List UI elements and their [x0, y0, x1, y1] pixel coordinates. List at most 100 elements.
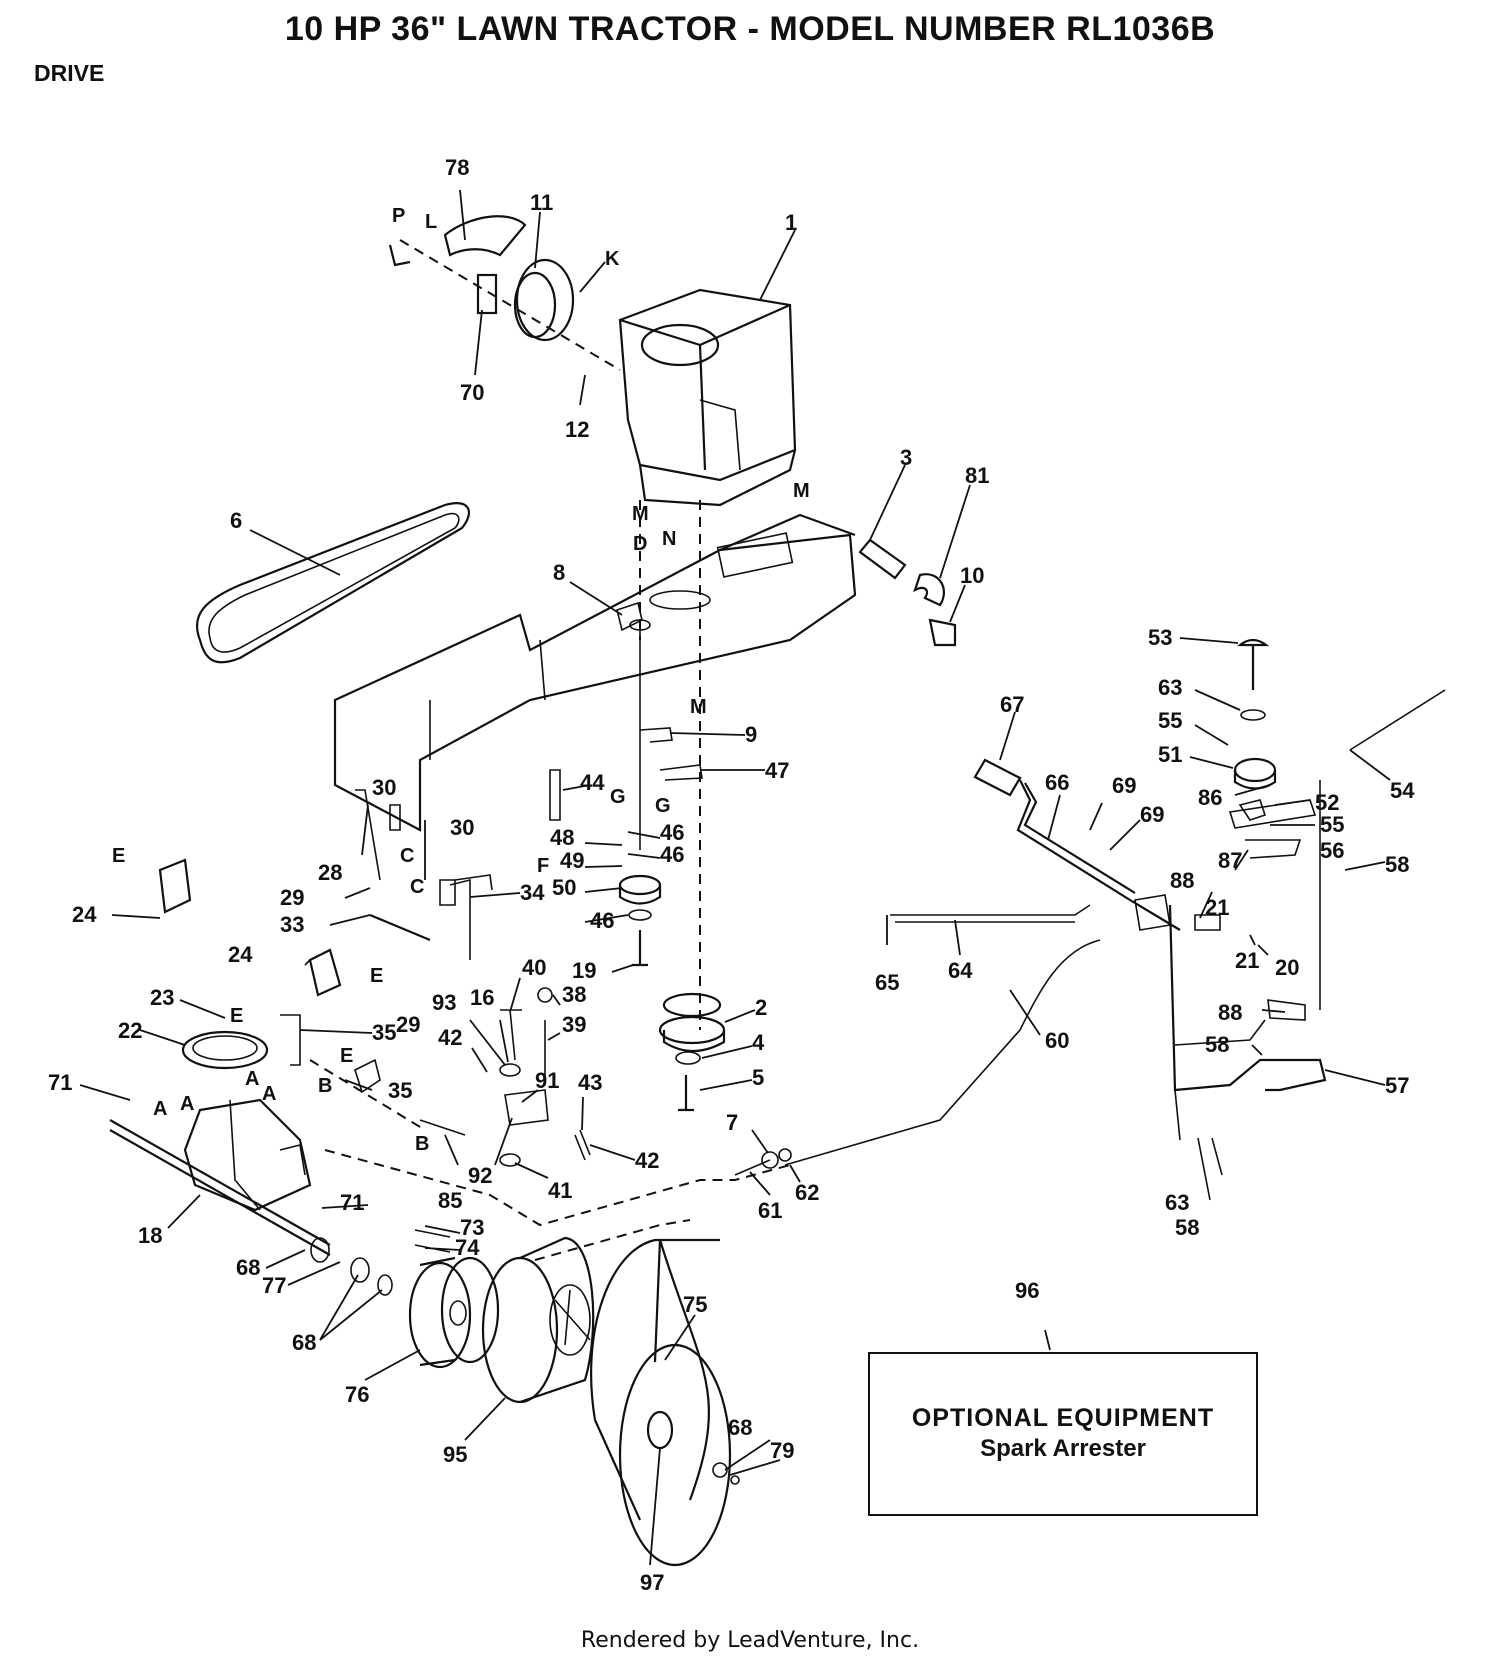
- page-title: 10 HP 36" LAWN TRACTOR - MODEL NUMBER RL…: [284, 10, 1216, 48]
- callout-76: 76: [345, 1382, 369, 1407]
- callout-42-2: 42: [635, 1148, 659, 1173]
- callout-63-2: 63: [1165, 1190, 1189, 1215]
- callout-47: 47: [765, 758, 789, 783]
- callout-95: 95: [443, 1442, 467, 1467]
- callout-38: 38: [562, 982, 586, 1007]
- callout-88-2: 88: [1218, 1000, 1242, 1025]
- callout-7: 7: [726, 1110, 738, 1135]
- callout-30-1: 30: [372, 775, 396, 800]
- callout-57: 57: [1385, 1073, 1409, 1098]
- optional-equipment-item: Spark Arrester: [980, 1435, 1146, 1462]
- callout-70: 70: [460, 380, 484, 405]
- callout-46-2: 46: [660, 842, 684, 867]
- callout-43: 43: [578, 1070, 602, 1095]
- drive-belt-part[interactable]: [195, 502, 471, 664]
- callout-56: 56: [1320, 838, 1344, 863]
- callout-21-1: 21: [1205, 895, 1229, 920]
- callout-34: 34: [520, 880, 545, 905]
- callout-11: 11: [530, 190, 553, 215]
- callout-39: 39: [562, 1012, 586, 1037]
- callout-28: 28: [318, 860, 342, 885]
- callout-P: P: [392, 205, 405, 227]
- callout-81: 81: [965, 463, 989, 488]
- pto-pulley-part[interactable]: [388, 215, 621, 371]
- section-label: DRIVE: [34, 60, 105, 86]
- callout-F: F: [537, 855, 549, 877]
- callout-2: 2: [755, 995, 767, 1020]
- callout-19: 19: [572, 958, 596, 983]
- callout-A-1: A: [153, 1098, 167, 1120]
- optional-equipment-heading: OPTIONAL EQUIPMENT: [911, 1404, 1215, 1432]
- callout-M-2: M: [793, 480, 810, 502]
- callout-55-2: 55: [1320, 812, 1344, 837]
- callout-71-1: 71: [48, 1070, 72, 1095]
- callout-G-2: G: [655, 795, 671, 817]
- callout-69-2: 69: [1140, 802, 1164, 827]
- callout-E-1: E: [112, 845, 125, 867]
- callout-4: 4: [752, 1030, 765, 1055]
- callout-61: 61: [758, 1198, 782, 1223]
- callout-B-1: B: [318, 1075, 332, 1097]
- callout-67: 67: [1000, 692, 1024, 717]
- callout-58-3: 58: [1175, 1215, 1199, 1240]
- idler-pulley-part[interactable]: [549, 625, 726, 1112]
- callout-68-2: 68: [292, 1330, 316, 1355]
- callout-62: 62: [795, 1180, 819, 1205]
- callout-77: 77: [262, 1273, 286, 1298]
- callout-29-2: 29: [396, 1012, 420, 1037]
- callout-21-2: 21: [1235, 948, 1259, 973]
- transaxle-part[interactable]: [109, 1030, 331, 1256]
- callout-75: 75: [683, 1292, 707, 1317]
- rear-wheel-part[interactable]: [310, 1236, 740, 1567]
- callout-97: 97: [640, 1570, 664, 1595]
- callout-86: 86: [1198, 785, 1222, 810]
- callout-79: 79: [770, 1438, 794, 1463]
- callout-labels: 78 11 1 K P L 70 12 3 81 10 6 8 D M M M …: [48, 155, 1415, 1595]
- callout-24-2: 24: [228, 942, 253, 967]
- callout-6: 6: [230, 508, 242, 533]
- control-rod-path-lower: [534, 1219, 691, 1261]
- callout-71-2: 71: [340, 1190, 364, 1215]
- callout-44: 44: [580, 770, 605, 795]
- callout-96: 96: [1015, 1278, 1039, 1303]
- callout-22: 22: [118, 1018, 142, 1043]
- callout-5: 5: [752, 1065, 764, 1090]
- callout-68-1: 68: [236, 1255, 260, 1280]
- callout-B-2: B: [415, 1133, 429, 1155]
- callout-41: 41: [548, 1178, 572, 1203]
- callout-23: 23: [150, 985, 174, 1010]
- brake-linkage-part[interactable]: [158, 789, 493, 1131]
- callout-46-1: 46: [660, 820, 684, 845]
- callout-63-1: 63: [1158, 675, 1182, 700]
- callout-24-1: 24: [72, 902, 97, 927]
- callout-85: 85: [438, 1188, 462, 1213]
- callout-52: 52: [1315, 790, 1339, 815]
- callout-E-3: E: [230, 1005, 243, 1027]
- callout-48: 48: [550, 825, 574, 850]
- footer-credit: Rendered by LeadVenture, Inc.: [580, 1628, 920, 1653]
- callout-30-2: 30: [450, 815, 474, 840]
- callout-E-4: E: [340, 1045, 353, 1067]
- hardware-part[interactable]: [414, 601, 792, 1253]
- callout-A-4: A: [262, 1083, 276, 1105]
- callout-87: 87: [1218, 848, 1242, 873]
- callout-46-3: 46: [590, 908, 614, 933]
- shift-lever-part[interactable]: [784, 638, 1446, 1201]
- callout-33: 33: [280, 912, 304, 937]
- callout-K: K: [605, 248, 620, 270]
- callout-73: 73: [460, 1215, 484, 1240]
- callout-42-1: 42: [438, 1025, 462, 1050]
- exhaust-pipe-part[interactable]: [858, 538, 957, 647]
- callout-65: 65: [875, 970, 899, 995]
- callout-54: 54: [1390, 778, 1415, 803]
- callout-55-1: 55: [1158, 708, 1182, 733]
- callout-18: 18: [138, 1223, 162, 1248]
- control-rod-path: [324, 1149, 791, 1227]
- callout-60: 60: [1045, 1028, 1069, 1053]
- engine-part[interactable]: [618, 288, 797, 507]
- callout-58-2: 58: [1205, 1032, 1229, 1057]
- callout-74: 74: [455, 1235, 480, 1260]
- callout-9: 9: [745, 722, 757, 747]
- callout-68-3: 68: [728, 1415, 752, 1440]
